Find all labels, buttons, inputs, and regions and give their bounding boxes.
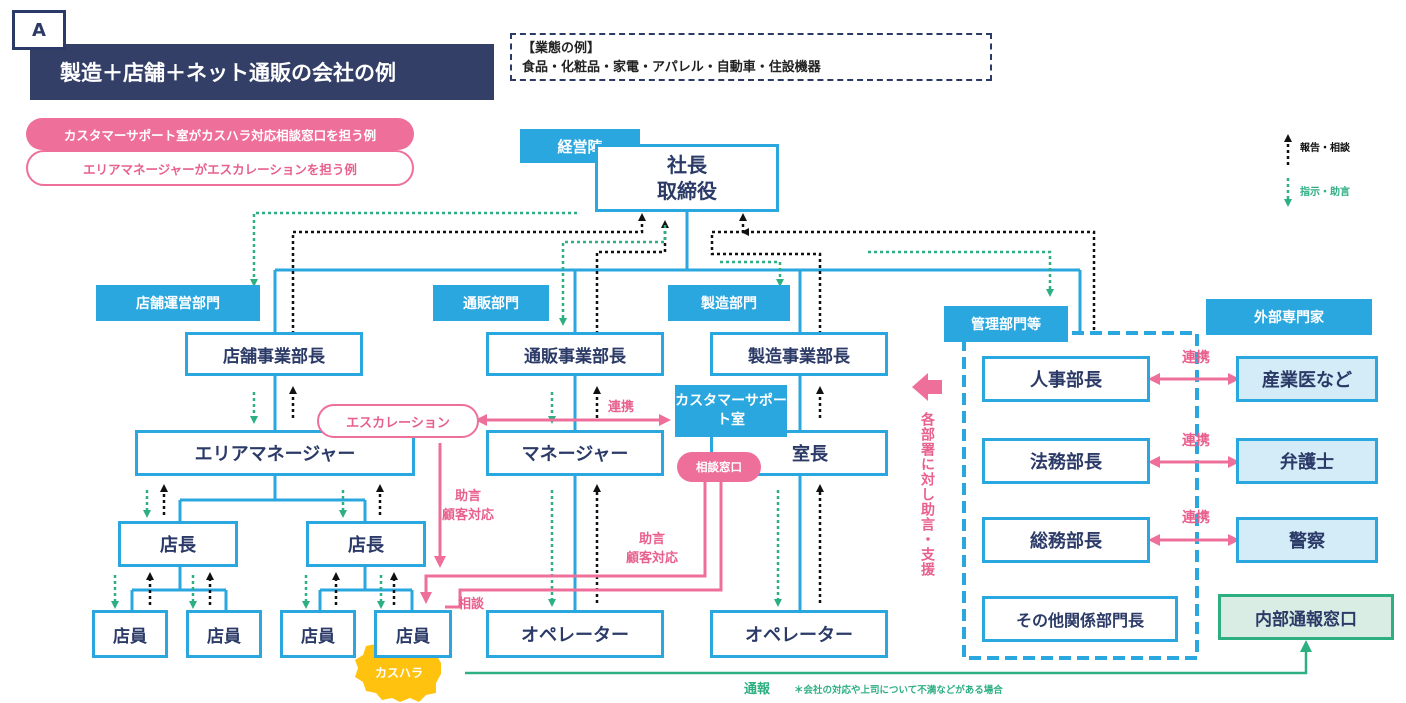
consult-text: 相談 <box>458 597 485 612</box>
staff-box-3: 店員 <box>280 610 356 658</box>
section-badge: A <box>12 10 66 50</box>
ec-dept-label: 通販部門 <box>433 285 549 321</box>
police-box: 警察 <box>1236 517 1378 563</box>
directors-text: 取締役 <box>657 179 717 203</box>
ec-manager-box: マネージャー <box>486 430 664 476</box>
president-text: 社長 <box>667 153 707 177</box>
consult-window-badge: 相談窓口 <box>677 452 761 482</box>
whistle-report-line <box>465 640 1312 675</box>
operator-box-2: オペレーター <box>710 610 888 658</box>
business-examples-list: 食品・化粧品・家電・アパレル・自動車・住設機器 <box>522 60 821 75</box>
cooperation-main-text: 連携 <box>608 400 635 415</box>
legend-report-text: 報告・相談 <box>1300 143 1350 154</box>
legal-head-box: 法務部長 <box>982 438 1150 484</box>
admin-dashed-frame <box>962 331 1199 660</box>
mfg-dept-label: 製造部門 <box>668 285 790 321</box>
page-title: 製造＋店舗＋ネット通販の会社の例 <box>30 44 494 100</box>
advice-text-2: 助言 顧客対応 <box>626 530 678 568</box>
mfg-head-box: 製造事業部長 <box>710 332 888 376</box>
store-manager-box-1: 店長 <box>118 521 238 567</box>
kasuhara-text: カスハラ <box>374 666 423 680</box>
escalation-pill: エスカレーション <box>317 404 479 438</box>
staff-box-2: 店員 <box>186 610 262 658</box>
legend-pill-escalation: エリアマネージャーがエスカレーションを担う例 <box>26 150 414 186</box>
advice-text-1-line1: 助言 <box>455 489 482 504</box>
whistle-note-text: ＊会社の対応や上司について不満などがある場合 <box>794 685 1003 696</box>
store-head-box: 店舗事業部長 <box>185 332 363 376</box>
customer-support-box: カスタマーサポート室 <box>675 385 787 437</box>
business-examples-box: 【業態の例】 食品・化粧品・家電・アパレル・自動車・住設機器 <box>510 33 992 81</box>
cooperation-text-1: 連携 <box>1182 350 1210 366</box>
instruction-arrows <box>111 178 1292 609</box>
advice-text-1-line2: 顧客対応 <box>442 508 495 523</box>
legend-pill-support: カスタマーサポート室がカスハラ対応相談窓口を担う例 <box>26 118 414 150</box>
operator-box-1: オペレーター <box>486 610 664 658</box>
cooperation-text-2: 連携 <box>1182 433 1210 449</box>
business-examples-heading: 【業態の例】 <box>522 41 601 56</box>
external-experts-label: 外部専門家 <box>1206 299 1372 335</box>
pink-arrows <box>420 373 1240 609</box>
president-box: 社長 取締役 <box>595 144 779 212</box>
support-arrow-icon <box>912 373 942 401</box>
occupational-doctor-box: 産業医など <box>1236 356 1378 402</box>
whistle-report-text: 通報 <box>744 682 771 697</box>
staff-box-1: 店員 <box>92 610 168 658</box>
store-manager-box-2: 店長 <box>306 521 426 567</box>
store-dept-label: 店舗運営部門 <box>96 285 260 321</box>
legend-instruct-text: 指示・助言 <box>1300 187 1350 198</box>
org-tree-lines <box>130 212 1082 612</box>
ec-head-box: 通販事業部長 <box>486 332 664 376</box>
staff-box-4: 店員 <box>374 610 452 658</box>
advice-text-1: 助言 顧客対応 <box>442 487 494 525</box>
advice-text-2-line2: 顧客対応 <box>626 551 679 566</box>
advice-text-2-line1: 助言 <box>639 532 666 547</box>
lawyer-box: 弁護士 <box>1236 438 1378 484</box>
support-vertical-text: 各部署に対し助言・支援 <box>919 412 935 577</box>
other-heads-box: その他関係部門長 <box>982 596 1178 642</box>
general-affairs-head-box: 総務部長 <box>982 517 1150 563</box>
whistleblower-window-box: 内部通報窓口 <box>1218 594 1394 640</box>
admin-dept-label: 管理部門等 <box>944 306 1068 342</box>
hr-head-box: 人事部長 <box>982 356 1150 402</box>
cooperation-text-3: 連携 <box>1182 510 1210 526</box>
